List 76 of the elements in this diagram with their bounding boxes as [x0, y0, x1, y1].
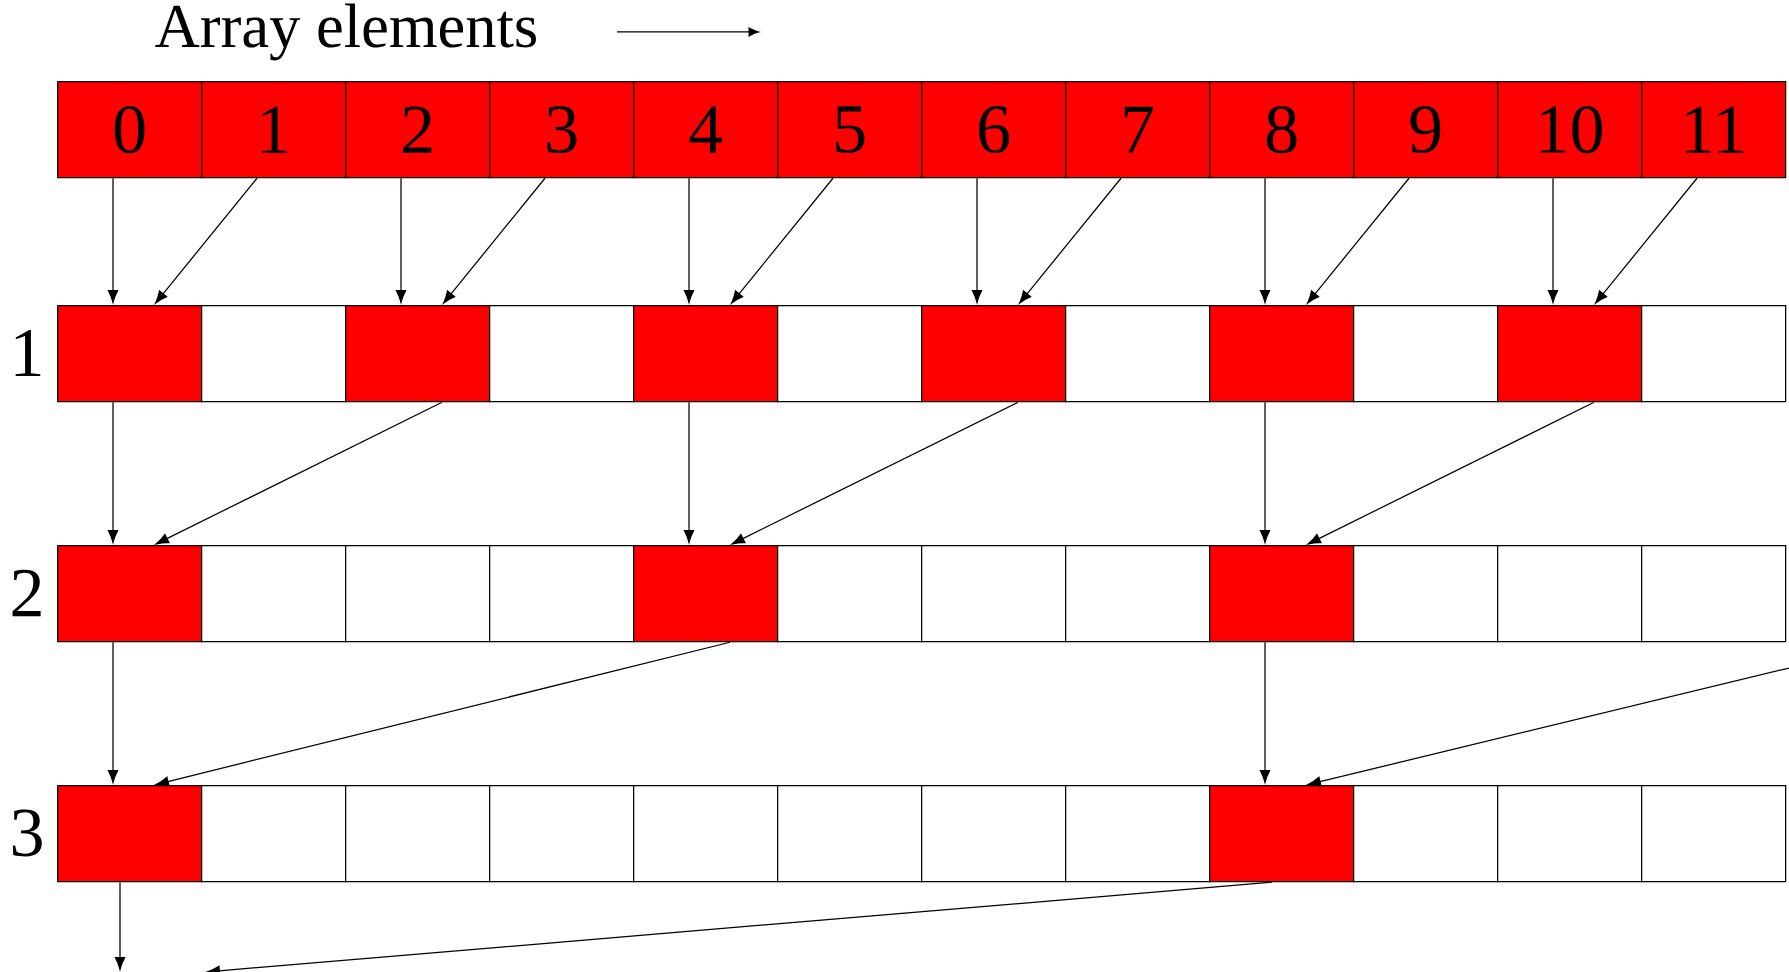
array-cell	[1065, 305, 1211, 403]
arrow	[107, 177, 119, 304]
row-number: 3	[12, 809, 42, 857]
array-cell	[633, 545, 779, 643]
array-cell	[1641, 785, 1787, 883]
arrow	[683, 177, 695, 304]
row-number: 2	[12, 569, 41, 617]
array-cell	[489, 785, 635, 883]
array-cell	[1065, 545, 1211, 643]
arrow	[155, 641, 731, 787]
array-cell	[1209, 305, 1355, 403]
array-cell	[1497, 305, 1643, 403]
arrow	[107, 641, 119, 784]
array-cell	[345, 545, 491, 643]
heading: Array elements	[155, 3, 536, 61]
arrow	[443, 177, 546, 304]
arrow	[1259, 177, 1271, 304]
array-cell	[57, 305, 203, 403]
array-cell: 3	[489, 81, 635, 179]
arrow	[395, 177, 407, 304]
arrow	[206, 881, 1273, 972]
array-cell	[1065, 785, 1211, 883]
arrow	[683, 401, 695, 544]
arrow	[107, 401, 119, 544]
array-cell	[1641, 305, 1787, 403]
array-cell	[57, 545, 203, 643]
array-cell	[777, 785, 923, 883]
array-cell	[345, 305, 491, 403]
array-cell	[1209, 785, 1355, 883]
array-cell: 0	[57, 81, 203, 179]
array-cell: 8	[1209, 81, 1355, 179]
arrow	[731, 401, 1019, 545]
array-cell	[345, 785, 491, 883]
array-cell: 10	[1497, 81, 1643, 179]
array-cell: 4	[633, 81, 779, 179]
array-cell	[1353, 785, 1499, 883]
arrow	[1595, 177, 1698, 304]
array-cell	[921, 545, 1067, 643]
array-cell	[1209, 545, 1355, 643]
array-cell	[1353, 545, 1499, 643]
array-cell	[1641, 545, 1787, 643]
array-cell	[633, 305, 779, 403]
array-cell	[201, 785, 347, 883]
arrow	[1307, 177, 1410, 304]
array-cell	[921, 785, 1067, 883]
row-number: 1	[15, 329, 41, 377]
arrow	[1547, 177, 1559, 304]
arrow	[1259, 641, 1271, 784]
array-cell	[489, 545, 635, 643]
array-cell: 5	[777, 81, 923, 179]
array-cell: 1	[201, 81, 347, 179]
arrow	[1307, 401, 1595, 545]
array-cell	[201, 305, 347, 403]
array-cell	[921, 305, 1067, 403]
arrow	[155, 401, 443, 545]
array-cell	[777, 305, 923, 403]
array-cell: 6	[921, 81, 1067, 179]
array-cell	[57, 785, 203, 883]
arrow	[971, 177, 983, 304]
array-cell	[489, 305, 635, 403]
arrow	[1259, 401, 1271, 544]
array-cell: 7	[1065, 81, 1211, 179]
array-cell: 9	[1353, 81, 1499, 179]
array-cell	[201, 545, 347, 643]
array-cell	[1497, 785, 1643, 883]
arrow	[731, 177, 834, 304]
arrow	[114, 881, 126, 971]
array-cell: 11	[1641, 81, 1787, 179]
array-cell	[1497, 545, 1643, 643]
arrow	[1307, 667, 1789, 787]
array-cell: 2	[345, 81, 491, 179]
arrow	[1019, 177, 1122, 304]
arrow	[155, 177, 258, 304]
array-cell	[1353, 305, 1499, 403]
array-cell	[633, 785, 779, 883]
array-cell	[777, 545, 923, 643]
